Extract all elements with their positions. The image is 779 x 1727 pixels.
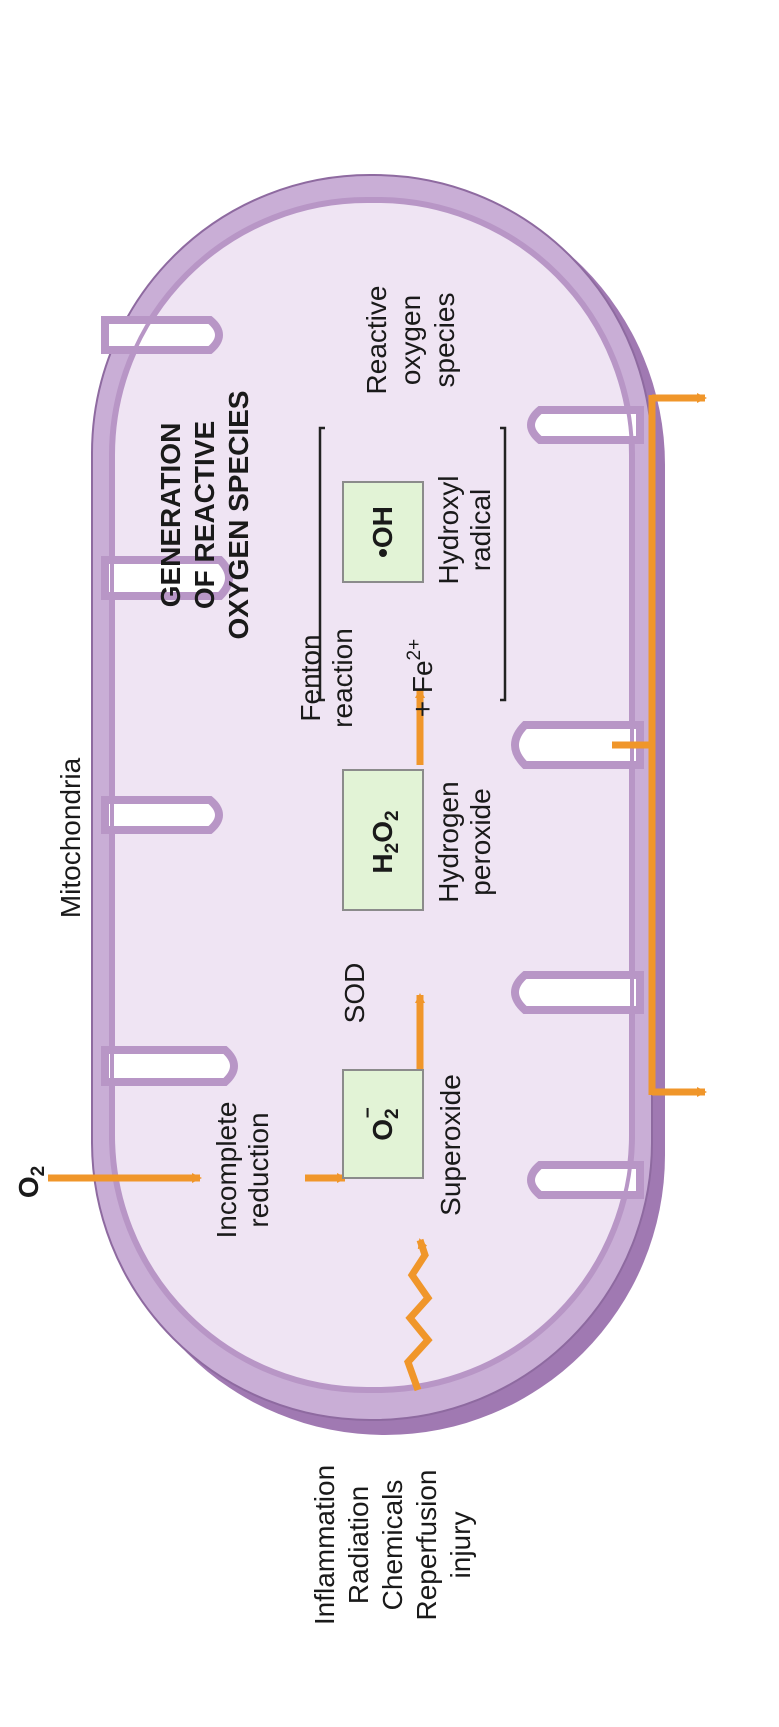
hydroxyl-formula: •OH — [367, 506, 398, 558]
fe-cofactor-sup: 2+ — [404, 639, 425, 661]
title-line-2: OF REACTIVE — [189, 421, 220, 609]
stress-line-4: Reperfusion — [411, 1470, 442, 1621]
svg-text:•OH: •OH — [367, 506, 398, 558]
stress-line-2: Radiation — [343, 1486, 374, 1604]
sod-label: SOD — [339, 963, 370, 1024]
hydroxyl-box — [342, 481, 424, 583]
hydroxyl-dot: • — [367, 548, 398, 558]
incomplete-line-2: reduction — [243, 1112, 274, 1227]
h2o2-h: H — [367, 853, 398, 873]
mitochondria-label-group: Mitochondria — [55, 757, 86, 918]
superoxide-formula: O2− — [358, 1107, 403, 1140]
fenton-label-group: Fenton reaction — [295, 628, 358, 728]
fenton-line-2: reaction — [327, 628, 358, 728]
svg-text:+ Fe2+: + Fe2+ — [404, 639, 438, 717]
superoxide-box — [342, 1069, 424, 1179]
sod-label-group: SOD — [339, 963, 370, 1024]
superoxide-name-group: Superoxide — [435, 1074, 466, 1216]
h2o2-formula: H2O2 — [367, 810, 403, 873]
incomplete-line-1: Incomplete — [211, 1102, 242, 1239]
h2o2-h-sub: 2 — [382, 843, 403, 854]
pathway-arrows — [48, 393, 707, 1392]
ros-bracket — [318, 426, 507, 702]
stress-sources-group: Inflammation Radiation Chemicals Reperfu… — [309, 1465, 476, 1625]
fenton-line-1: Fenton — [295, 634, 326, 721]
h2o2-name-1: Hydrogen — [433, 781, 464, 902]
hydroxyl-name-2: radical — [465, 489, 496, 571]
superoxide-name: Superoxide — [435, 1074, 466, 1216]
superoxide-sub: 2 — [382, 1108, 403, 1119]
ros-line-2: oxygen — [395, 295, 426, 385]
incomplete-reduction-label: Incomplete reduction — [211, 1102, 274, 1239]
ros-line-3: species — [429, 293, 460, 388]
hydroxyl-oh: OH — [367, 506, 398, 548]
h2o2-box — [342, 769, 424, 911]
stress-line-1: Inflammation — [309, 1465, 340, 1625]
hydroxyl-name-1: Hydroxyl — [433, 476, 464, 585]
organelle-label: Mitochondria — [55, 757, 86, 918]
h2o2-name-2: peroxide — [465, 788, 496, 895]
hydroxyl-name-group: Hydroxyl radical — [433, 476, 496, 585]
stress-line-3: Chemicals — [377, 1480, 408, 1611]
ros-line-1: Reactive — [361, 286, 392, 395]
fe-cofactor: + Fe — [407, 660, 438, 717]
svg-text:O2−: O2− — [358, 1107, 403, 1140]
svg-text:O2: O2 — [13, 1166, 49, 1198]
title-line-1: GENERATION — [155, 423, 186, 608]
o2-sub: 2 — [28, 1166, 49, 1177]
stress-zigzag-arrow — [403, 1238, 433, 1392]
h2o2-o-sub: 2 — [382, 810, 403, 821]
h2o2-o: O — [367, 821, 398, 843]
superoxide-charge: − — [358, 1107, 379, 1118]
o2-input-label: O2 — [13, 1166, 49, 1198]
title-line-3: OXYGEN SPECIES — [223, 391, 254, 640]
cristae — [101, 316, 644, 1199]
h2o2-name-group: Hydrogen peroxide — [433, 781, 496, 902]
stress-line-5: injury — [445, 1512, 476, 1579]
title-group: GENERATION OF REACTIVE OXYGEN SPECIES — [155, 391, 254, 640]
o2-main: O — [13, 1176, 44, 1198]
ros-label-group: Reactive oxygen species — [361, 286, 460, 395]
fe-label-group: + Fe2+ — [404, 639, 438, 717]
svg-text:H2O2: H2O2 — [367, 810, 403, 873]
superoxide-main: O — [367, 1119, 398, 1141]
